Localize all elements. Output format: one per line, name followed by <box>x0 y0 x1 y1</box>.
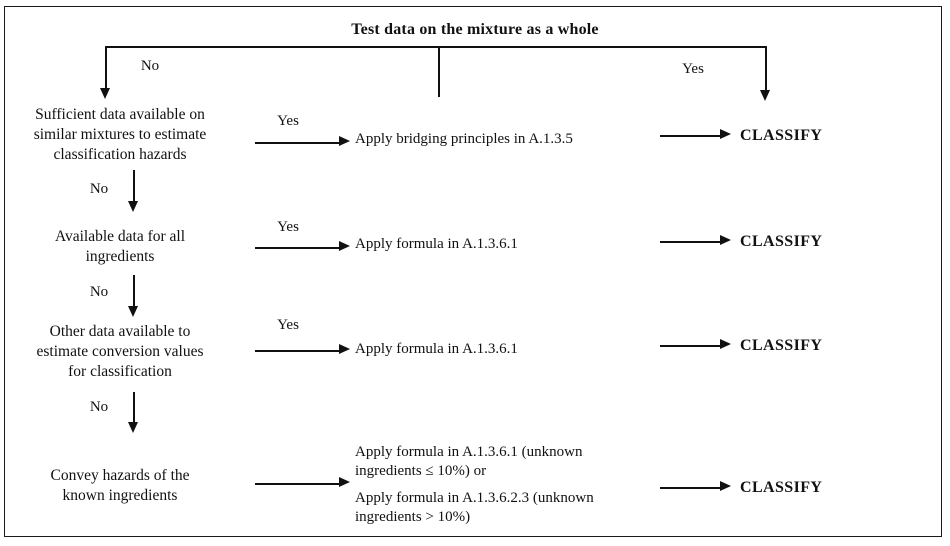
row1-classify-arrowhead <box>720 129 731 139</box>
outcome-node-2: CLASSIFY <box>740 233 823 250</box>
label-row3-yes: Yes <box>277 317 299 333</box>
top-bus-horizontal <box>105 46 767 48</box>
row2-classify-arrow-line <box>660 241 722 243</box>
row4-classify-arrow-line <box>660 487 722 489</box>
label-row1-no: No <box>89 181 109 197</box>
condition-node-4: Convey hazards of the known ingredients <box>50 467 190 504</box>
row1-no-line <box>133 170 135 203</box>
row3-yes-arrowhead <box>339 344 350 354</box>
label-row3-no: No <box>89 399 109 415</box>
row1-yes-arrow-line <box>255 142 341 144</box>
top-center-stem <box>438 46 440 97</box>
label-row1-yes: Yes <box>277 113 299 129</box>
label-top-right-yes: Yes <box>682 61 704 77</box>
row3-no-arrowhead <box>128 422 138 433</box>
row2-no-line <box>133 275 135 308</box>
row1-classify-arrow-line <box>660 135 722 137</box>
diagram-title: Test data on the mixture as a whole <box>351 21 599 38</box>
label-row2-yes: Yes <box>277 219 299 235</box>
row4-arrow-line <box>255 483 341 485</box>
row3-no-line <box>133 392 135 424</box>
row3-classify-arrowhead <box>720 339 731 349</box>
row3-yes-arrow-line <box>255 350 341 352</box>
top-left-branch-line <box>105 46 107 90</box>
top-right-branch-arrowhead <box>760 90 770 101</box>
condition-node-1: Sufficient data available on similar mix… <box>33 106 207 163</box>
action-node-4b: Apply formula in A.1.3.6.2.3 (unknown in… <box>355 490 594 526</box>
action-node-1: Apply bridging principles in A.1.3.5 <box>355 131 573 147</box>
row2-yes-arrowhead <box>339 241 350 251</box>
condition-node-2: Available data for all ingredients <box>54 228 186 265</box>
row4-classify-arrowhead <box>720 481 731 491</box>
row3-classify-arrow-line <box>660 345 722 347</box>
row2-yes-arrow-line <box>255 247 341 249</box>
label-row2-no: No <box>89 284 109 300</box>
top-left-branch-arrowhead <box>100 88 110 99</box>
condition-node-3: Other data available to estimate convers… <box>36 323 204 380</box>
row4-arrowhead <box>339 477 350 487</box>
row1-no-arrowhead <box>128 201 138 212</box>
top-right-branch-line <box>765 46 767 92</box>
diagram-border <box>4 6 942 537</box>
action-node-3: Apply formula in A.1.3.6.1 <box>355 341 518 357</box>
row1-yes-arrowhead <box>339 136 350 146</box>
action-node-4a: Apply formula in A.1.3.6.1 (unknown ingr… <box>355 444 583 480</box>
row2-no-arrowhead <box>128 306 138 317</box>
outcome-node-1: CLASSIFY <box>740 127 823 144</box>
row2-classify-arrowhead <box>720 235 731 245</box>
action-node-2: Apply formula in A.1.3.6.1 <box>355 236 518 252</box>
outcome-node-3: CLASSIFY <box>740 337 823 354</box>
label-top-left-no: No <box>140 58 160 74</box>
outcome-node-4: CLASSIFY <box>740 479 823 496</box>
